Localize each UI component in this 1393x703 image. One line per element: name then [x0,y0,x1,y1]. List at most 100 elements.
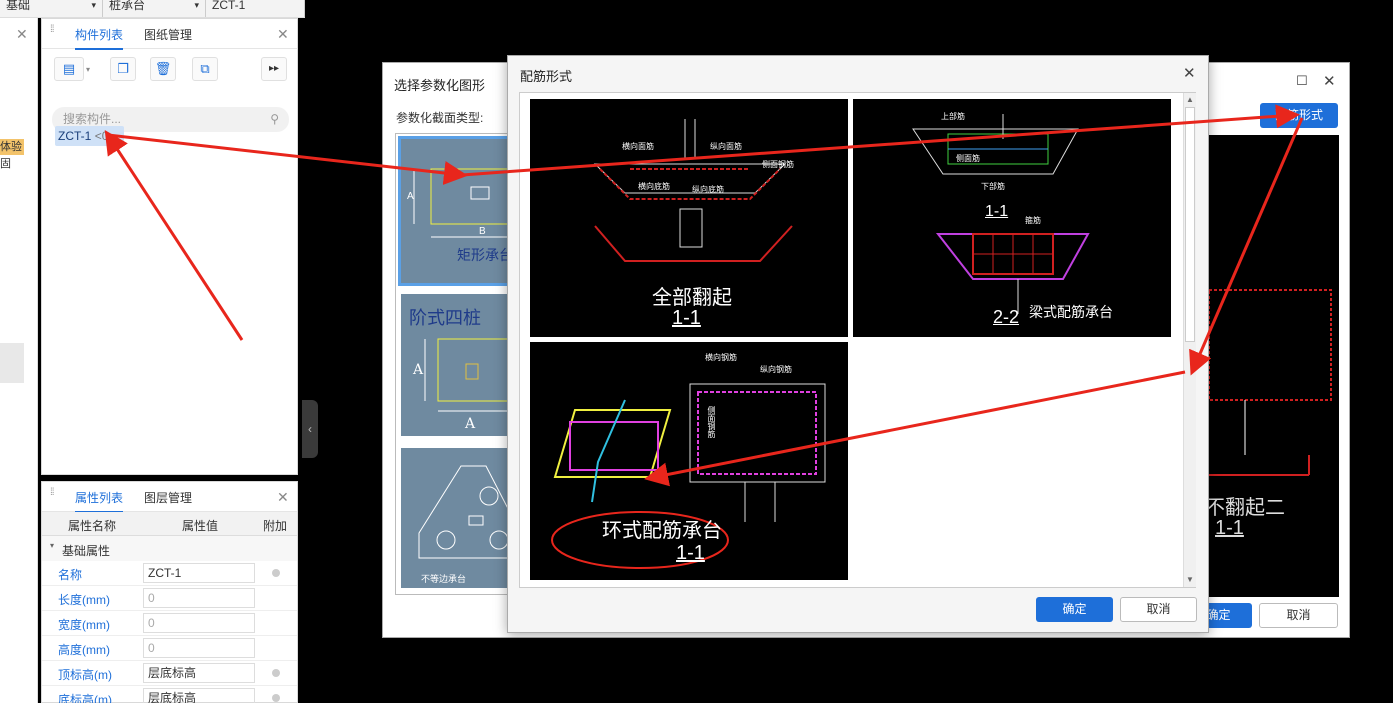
dialog-title: 配筋形式 [520,69,573,84]
top-toolbar: 基础 ▾ 桩承台▾ ZCT-1 [0,0,305,18]
rebar-form-button[interactable]: 配筋形式 [1260,103,1338,128]
dim-label: A [407,191,414,202]
property-value-input[interactable]: 0 [143,588,255,608]
property-group[interactable]: ▾ 基础属性 [42,536,297,561]
new-component-button[interactable]: ▤ [54,57,84,81]
scroll-down-icon[interactable]: ▼ [1186,575,1194,584]
table-row: 底标高(m)层底标高 [42,686,297,703]
close-icon[interactable]: ✕ [16,26,28,42]
column-header: 附加 [263,519,288,533]
component-list-panel: ⁞⁞ 构件列表 图纸管理 ✕ ▤ ▾ ❐ 🗑 ⧉ ▸▸ 搜索构件... ⚲ ZCT… [41,18,298,475]
search-placeholder: 搜索构件... [63,112,122,126]
floor-value: 基础 [6,0,31,12]
shape-label: 不等边承台 [421,574,467,584]
component-tabs: ⁞⁞ 构件列表 图纸管理 ✕ [42,19,297,50]
table-row: 宽度(mm) 0 [42,611,297,636]
table-row: 顶标高(m)层底标高 [42,661,297,686]
cad-label: 1-1 [985,203,1009,220]
search-icon[interactable]: ⚲ [270,112,279,126]
drag-handle-icon[interactable]: ⁞⁞ [50,487,55,498]
more-icon[interactable]: ▸▸ [261,57,287,81]
shape-card-unequal[interactable]: 不等边承台 [401,448,519,588]
list-item[interactable]: ZCT-1 <0> [55,126,124,146]
preview-canvas: 不翻起二 1-1 [1205,135,1339,597]
chevron-down-icon: ▾ [50,541,55,550]
component-dropdown[interactable]: ZCT-1 [206,0,305,17]
table-row: 长度(mm) 0 [42,586,297,611]
rebar-options-grid: ▲ ▼ 横向面筋 纵向面筋 横向底筋 纵向底筋 侧面钢筋 全部翻起 1-1 [519,92,1196,588]
chevron-down-icon[interactable]: ▾ [86,65,91,74]
close-icon[interactable]: ✕ [277,489,289,505]
shape-list: A B 矩形承台 阶式四桩 A A 不等边承台 [395,133,522,595]
option-section: 1-1 [676,542,705,564]
trial-badge: 体验 [0,139,24,155]
column-header: 属性值 [182,519,219,533]
close-icon[interactable]: ✕ [277,26,289,42]
dim-label: A [413,362,424,378]
option-title: 梁式配筋承台 [1029,304,1113,320]
property-table-header: 属性名称 属性值 附加 [42,512,297,536]
option-title: 环式配筋承台 [602,520,722,542]
shape-card-step[interactable]: 阶式四桩 A A [401,294,519,436]
cad-label: 横向钢筋 [705,353,737,362]
table-row: 高度(mm)0 [42,636,297,661]
cad-label: 侧面钢筋 [707,406,716,438]
property-value-input[interactable]: ZCT-1 [143,563,255,583]
tab-property-list[interactable]: 属性列表 [75,489,124,513]
tab-drawing-management[interactable]: 图纸管理 [144,28,193,42]
property-value-input[interactable]: 层底标高 [143,663,255,683]
cad-drawing [912,114,1090,314]
type-dropdown[interactable]: 桩承台▾ [103,0,206,17]
copy-button[interactable]: ❐ [110,57,136,81]
drag-handle-icon[interactable]: ⁞⁞ [50,24,55,35]
property-value-input[interactable]: 0 [143,613,255,633]
property-tabs: ⁞⁞ 属性列表 图层管理 ✕ [42,482,297,513]
tab-layer-management[interactable]: 图层管理 [144,491,193,505]
property-value-input[interactable]: 层底标高 [143,688,255,703]
dialog-title: 选择参数化图形 [394,78,486,93]
close-icon[interactable]: ✕ [1183,65,1196,82]
component-name: ZCT-1 [58,129,92,143]
scrollbar[interactable]: ▲ ▼ [1183,93,1196,587]
tab-component-list[interactable]: 构件列表 [75,26,124,50]
rebar-option-beam[interactable]: 上部筋 侧面筋 下部筋 箍筋 1-1 2-2 梁式配筋承台 [853,99,1171,337]
scroll-up-icon[interactable]: ▲ [1186,95,1194,104]
cad-label: 上部筋 [941,112,965,121]
cad-label: 纵向底筋 [692,185,724,194]
delete-button[interactable]: 🗑 [150,57,176,81]
maximize-icon[interactable]: ☐ [1296,73,1308,88]
chevron-down-icon: ▾ [91,0,96,10]
rebar-option-ring[interactable]: 横向钢筋 纵向钢筋 侧面钢筋 环式配筋承台 1-1 [530,342,848,580]
left-nav-strip: ✕ 体验 固 [0,18,38,703]
rebar-option-all-bent[interactable]: 横向面筋 纵向面筋 横向底筋 纵向底筋 侧面钢筋 全部翻起 1-1 [530,99,848,337]
cancel-button[interactable]: 取消 [1259,603,1338,628]
attach-checkbox[interactable] [272,669,280,677]
chevron-down-icon: ▾ [194,0,199,10]
attach-checkbox[interactable] [272,569,280,577]
option-section: 1-1 [672,307,701,329]
strip-selected-item[interactable] [0,343,24,383]
component-count: <0> [94,129,116,143]
shape-card-rect[interactable]: A B 矩形承台 [398,136,522,286]
cancel-button[interactable]: 取消 [1120,597,1197,622]
attach-checkbox[interactable] [272,694,280,702]
collapse-panel-handle[interactable]: ‹ [302,400,318,458]
unequal-cap-drawing [418,465,519,559]
cad-label: 箍筋 [1025,216,1041,225]
shape-label: 阶式四桩 [409,308,481,329]
cad-label: 侧面钢筋 [762,160,794,169]
shape-label: 矩形承台 [457,247,513,263]
option-title: 全部翻起 [652,287,732,309]
close-icon[interactable]: ✕ [1323,73,1336,90]
section-type-label: 参数化截面类型: [396,111,484,125]
confirm-button[interactable]: 确定 [1036,597,1113,622]
property-name: 长度(mm) [58,593,110,607]
duplicate-button[interactable]: ⧉ [192,57,218,81]
property-name: 宽度(mm) [58,618,110,632]
floor-dropdown[interactable]: 基础 ▾ [0,0,103,17]
scrollbar-thumb[interactable] [1185,107,1195,342]
cad-label: 纵向面筋 [710,142,742,151]
property-value-input[interactable]: 0 [143,638,255,658]
